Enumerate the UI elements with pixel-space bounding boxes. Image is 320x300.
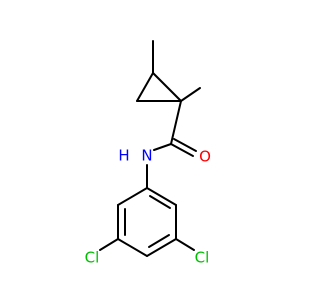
oxygen-atom-label: O: [199, 148, 211, 166]
nitrogen-atom-label: N: [141, 147, 152, 165]
bond-aryl-3: [146, 238, 177, 257]
bond-aryl-4: [117, 238, 148, 257]
bond-ring-top-left: [136, 72, 154, 102]
molecule-structure-diagram: O N H Cl Cl: [85, 40, 211, 267]
bond-carbonyl-double-2: [173, 138, 197, 152]
bond-aryl-inner-1: [149, 195, 171, 209]
bond-chlorine-left: [99, 238, 119, 251]
bond-aryl-1: [146, 187, 177, 206]
hydrogen-atom-label: H: [118, 147, 129, 165]
bond-carbonyl-to-nitrogen: [153, 143, 172, 151]
bond-ring-top-right: [152, 72, 182, 102]
bond-ring-to-carbonyl: [170, 100, 182, 145]
bond-carbonyl-double-1: [170, 143, 194, 157]
bond-methyl-right: [180, 87, 201, 102]
bond-aryl-6: [117, 187, 148, 206]
bond-chlorine-right: [175, 238, 195, 251]
chlorine-right-atom-label: Cl: [195, 249, 210, 267]
chlorine-left-atom-label: Cl: [85, 249, 100, 267]
bond-aryl-inner-2: [148, 234, 170, 248]
